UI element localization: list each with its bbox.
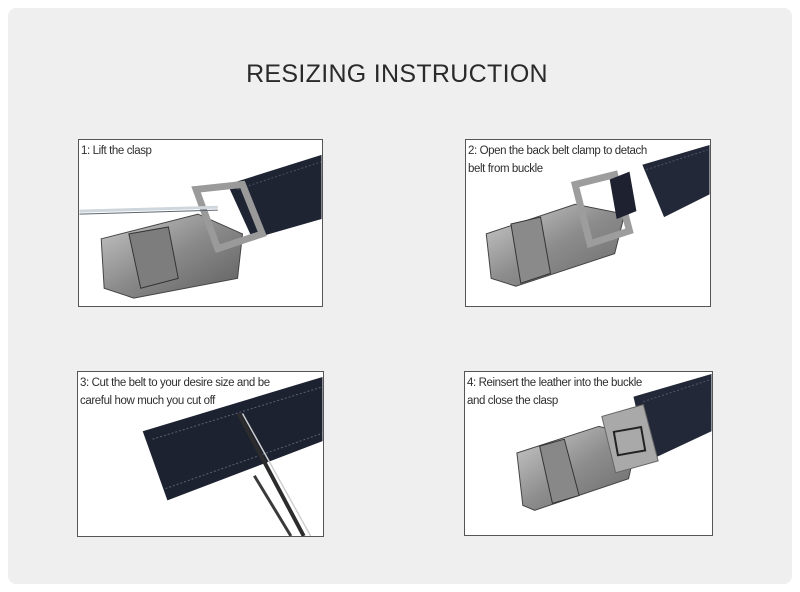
step-1-caption: 1: Lift the clasp	[81, 145, 152, 157]
step-2-card: 2: Open the back belt clamp to detach be…	[465, 139, 711, 307]
belt-buckle-lift-clasp-image	[79, 154, 322, 299]
step-3-caption: 3: Cut the belt to your desire size and …	[80, 377, 270, 407]
belt-buckle-detach-image	[485, 144, 710, 287]
belt-cut-scissors-image	[142, 376, 323, 536]
page-title: RESIZING INSTRUCTION	[246, 60, 548, 88]
step-2-caption: 2: Open the back belt clamp to detach be…	[468, 145, 647, 175]
step-3-card: 3: Cut the belt to your desire size and …	[77, 371, 324, 537]
step-4-card: 4: Reinsert the leather into the buckle …	[464, 371, 713, 536]
step-1-card: 1: Lift the clasp	[78, 139, 323, 307]
belt-buckle-reinsert-image	[516, 373, 712, 511]
step-4-caption: 4: Reinsert the leather into the buckle …	[467, 377, 642, 407]
